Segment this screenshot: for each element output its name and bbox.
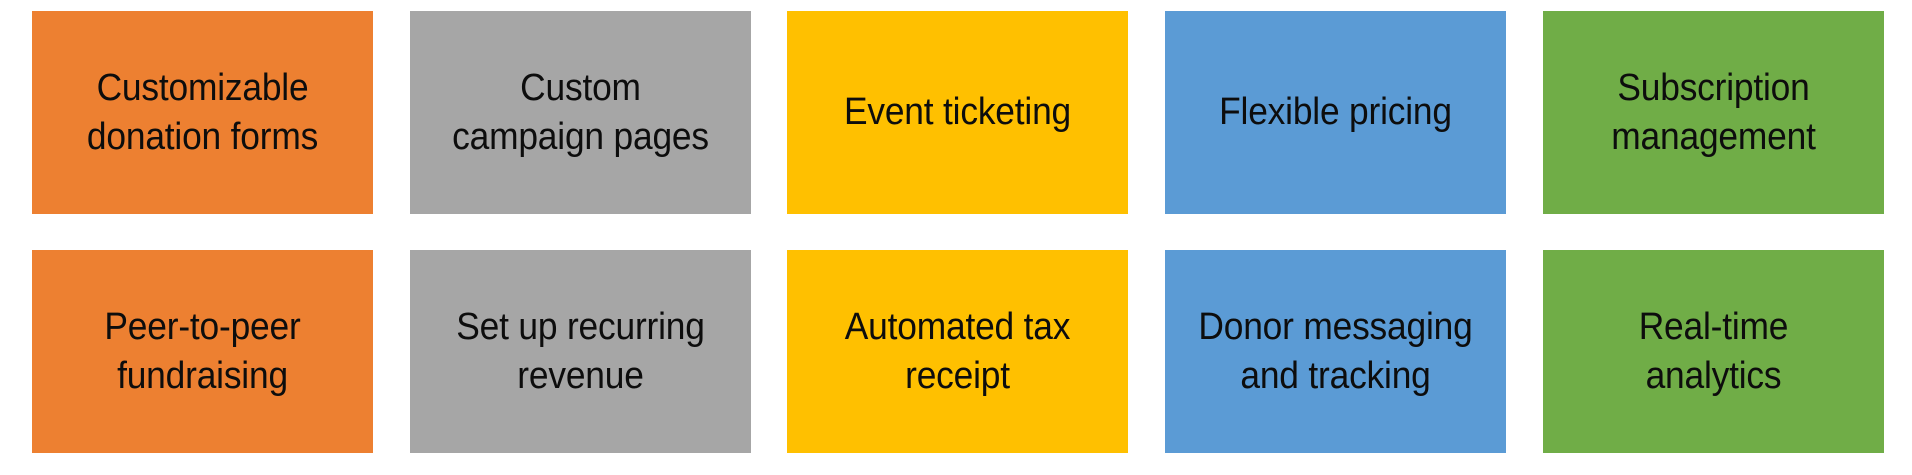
- feature-tile-custom-campaign-pages[interactable]: Custom campaign pages: [410, 11, 751, 214]
- feature-tile-label: Event ticketing: [843, 91, 1072, 134]
- feature-tile-label: Donor messaging and tracking: [1198, 305, 1473, 397]
- feature-tile-set-up-recurring-revenue[interactable]: Set up recurring revenue: [410, 250, 751, 453]
- feature-tile-label: Flexible pricing: [1219, 91, 1452, 134]
- feature-tile-label: Automated tax receipt: [844, 305, 1071, 397]
- feature-tile-customizable-donation-forms[interactable]: Customizable donation forms: [32, 11, 373, 214]
- feature-tile-label: Peer-to-peer fundraising: [104, 305, 301, 397]
- feature-tile-label: Custom campaign pages: [452, 66, 709, 158]
- feature-tile-event-ticketing[interactable]: Event ticketing: [787, 11, 1128, 214]
- feature-tile-flexible-pricing[interactable]: Flexible pricing: [1165, 11, 1506, 214]
- feature-tile-subscription-management[interactable]: Subscription management: [1543, 11, 1884, 214]
- feature-tile-label: Real-time analytics: [1638, 305, 1789, 397]
- feature-tile-label: Subscription management: [1611, 66, 1816, 158]
- feature-tile-label: Set up recurring revenue: [456, 305, 705, 397]
- feature-tile-label: Customizable donation forms: [86, 66, 319, 158]
- feature-tile-donor-messaging-and-tracking[interactable]: Donor messaging and tracking: [1165, 250, 1506, 453]
- feature-tile-real-time-analytics[interactable]: Real-time analytics: [1543, 250, 1884, 453]
- feature-tile-peer-to-peer-fundraising[interactable]: Peer-to-peer fundraising: [32, 250, 373, 453]
- feature-tile-automated-tax-receipt[interactable]: Automated tax receipt: [787, 250, 1128, 453]
